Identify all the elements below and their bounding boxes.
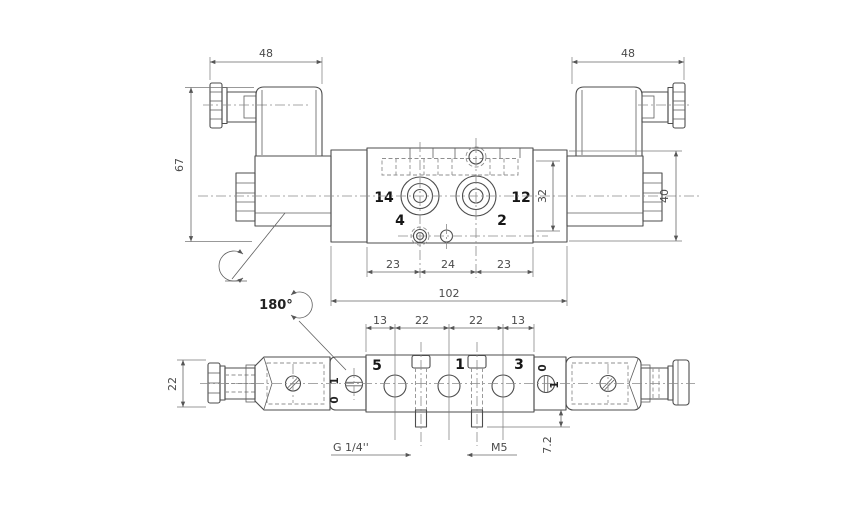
- dim-text-48-left: 48: [259, 47, 273, 60]
- dim-text-22-right: 22: [469, 314, 483, 327]
- override-right-pos-1: 1: [549, 381, 561, 388]
- right-solenoid: [532, 86, 663, 243]
- dim-22-height: 22: [166, 359, 206, 408]
- valve-body: 14 4 12 2: [366, 146, 548, 249]
- dim-text-32: 32: [536, 189, 549, 203]
- dim-text-22-height: 22: [166, 377, 179, 391]
- port-label-12: 12: [511, 190, 530, 206]
- left-plug-collar: [221, 86, 228, 125]
- port-plate: 5 1 3: [365, 342, 535, 446]
- bottom-right-plug-collar: [667, 365, 674, 401]
- dim-13-22-22-13: 13 22 22 13: [365, 314, 535, 352]
- dim-102: 102: [330, 246, 568, 306]
- pilot-screw-right: [467, 342, 487, 446]
- bottom-pilot-holes: [398, 224, 548, 249]
- dim-23-24-23: 23 24 23: [366, 247, 534, 277]
- thread-text-m5: M5: [491, 441, 508, 454]
- port-label-1: 1: [455, 357, 465, 373]
- left-solenoid: [235, 86, 368, 243]
- dim-text-13-left: 13: [373, 314, 387, 327]
- port-label-2: 2: [497, 213, 507, 229]
- left-override-housing: [329, 356, 367, 411]
- thread-text-g14: G 1/4'': [333, 441, 369, 454]
- right-plug-flange: [641, 95, 655, 119]
- override-right-pos-0: 0: [537, 364, 549, 371]
- bottom-right-plug-cap: [672, 359, 690, 406]
- dim-7-2: 7.2: [487, 409, 570, 454]
- dim-48-left: 48: [209, 47, 323, 84]
- right-end-rib-lines: [643, 182, 662, 212]
- left-manual-override: 1 0: [329, 356, 367, 411]
- left-connector-block: [255, 86, 323, 157]
- port-label-5: 5: [372, 358, 382, 374]
- pilot-screw-left: [411, 342, 431, 446]
- override-left-pos-0: 0: [329, 396, 341, 403]
- dim-text-48-right: 48: [621, 47, 635, 60]
- bottom-left-coil-outline: [254, 356, 331, 411]
- top-view: 14 4 12 2: [173, 47, 702, 306]
- rotation-annotation: 180°: [218, 212, 347, 371]
- top-view-centerlines: [198, 138, 702, 278]
- bottom-left-plug: [207, 362, 256, 404]
- thread-label-g14: G 1/4'': [331, 441, 412, 458]
- rotation-arc-180-icon: [290, 289, 313, 321]
- dim-text-67: 67: [173, 158, 186, 172]
- left-plug-flange: [243, 95, 257, 119]
- dim-32: 32: [536, 160, 560, 232]
- thread-label-m5: M5: [466, 441, 517, 458]
- dim-text-102: 102: [439, 287, 460, 300]
- dim-67: 67: [173, 87, 254, 242]
- rotation-angle-label: 180°: [259, 298, 293, 313]
- port-label-3: 3: [514, 357, 524, 373]
- left-plug-cap-ribs: [210, 91, 222, 120]
- dim-text-23-right: 23: [497, 258, 511, 271]
- dim-text-7-2: 7.2: [541, 436, 554, 454]
- bottom-view-centerlines: [200, 324, 695, 440]
- right-plug-stem: [641, 91, 669, 123]
- dim-text-23-left: 23: [386, 258, 400, 271]
- right-connector-plug: [638, 82, 692, 129]
- top-view-dimensions: 48 48 67 40: [173, 47, 685, 306]
- dim-text-24: 24: [441, 258, 455, 271]
- dim-text-40: 40: [658, 189, 671, 203]
- left-plug-stem: [226, 91, 257, 123]
- right-end-ribs: [642, 172, 663, 222]
- dim-40: 40: [569, 150, 682, 242]
- leader-line-bottom-view: [298, 320, 347, 371]
- right-connector-block: [575, 86, 643, 157]
- right-plug-collar: [667, 86, 674, 125]
- dim-text-13-right: 13: [511, 314, 525, 327]
- left-plug-cap: [209, 82, 223, 129]
- port-label-4: 4: [395, 213, 405, 229]
- left-coil-body: [254, 155, 332, 227]
- port-label-14: 14: [374, 190, 394, 206]
- right-override-screw: [536, 374, 556, 394]
- bottom-view: 1 0 5 1 3: [166, 314, 695, 458]
- hidden-slot-pattern: [381, 148, 521, 176]
- bottom-right-plug: [640, 359, 690, 406]
- dim-48-right: 48: [571, 47, 685, 84]
- right-plug-cap-ribs: [673, 91, 685, 120]
- right-plug-cap: [672, 82, 686, 129]
- left-end-ribs: [235, 172, 256, 222]
- left-end-rib-lines: [236, 182, 255, 212]
- bottom-left-plug-collar: [219, 365, 226, 401]
- bottom-view-dimensions: 13 22 22 13 22 7.2 G 1/4'' M5: [166, 314, 570, 458]
- rotation-arc-icon: [218, 249, 244, 283]
- leader-line-coil: [231, 212, 286, 280]
- right-coil-body: [566, 155, 644, 227]
- dim-text-22-left: 22: [415, 314, 429, 327]
- override-left-pos-1: 1: [329, 377, 341, 384]
